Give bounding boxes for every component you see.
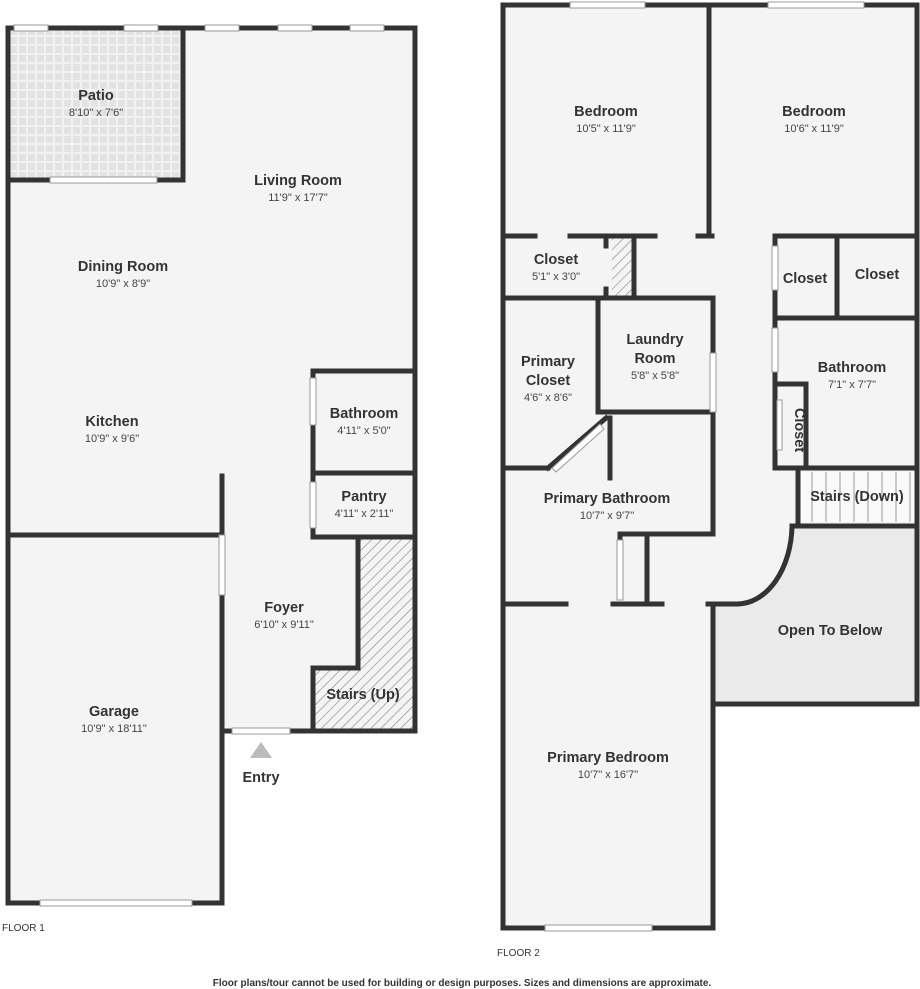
- bedroom-1-name: Bedroom: [574, 104, 638, 120]
- open-to-below-area: [715, 526, 917, 704]
- primary-bathroom-name: Primary Bathroom: [544, 491, 671, 507]
- garage-name: Garage: [89, 704, 139, 720]
- primary-bedroom-dims: 10'7" x 16'7": [578, 769, 638, 781]
- floor-1-windows: [13, 24, 385, 907]
- floor-2-walls: [500, 2, 920, 931]
- patio-dims: 8'10" x 7'6": [69, 107, 123, 119]
- bathroom-1-dims: 4'11" x 5'0": [337, 425, 390, 437]
- patio-name: Patio: [78, 88, 114, 104]
- living-room-dims: 11'9" x 17'7": [268, 192, 328, 204]
- floor-1-labels: Patio 8'10" x 7'6" Living Room 11'9" x 1…: [69, 88, 400, 786]
- stairs-up-label: Stairs (Up): [326, 687, 399, 703]
- patio-area: [10, 30, 184, 180]
- kitchen-name: Kitchen: [85, 414, 138, 430]
- closet-4-name: Closet: [791, 408, 807, 452]
- foyer-name: Foyer: [264, 600, 304, 616]
- foyer-dims: 6'10" x 9'11": [254, 619, 314, 631]
- primary-bathroom-dims: 10'7" x 9'7": [580, 510, 634, 522]
- primary-bedroom-name: Primary Bedroom: [547, 750, 669, 766]
- floor-2-labels: Bedroom 10'5" x 11'9" Bedroom 10'6" x 11…: [521, 104, 904, 781]
- laundry-name-2: Room: [634, 351, 675, 367]
- bathroom-1-name: Bathroom: [330, 406, 398, 422]
- stairs-up-area: [314, 538, 413, 730]
- bedroom-2-name: Bedroom: [782, 104, 846, 120]
- entry-label: Entry: [242, 770, 279, 786]
- closet-3-name: Closet: [855, 267, 899, 283]
- primary-closet-dims: 4'6" x 8'6": [524, 392, 572, 404]
- kitchen-dims: 10'9" x 9'6": [85, 433, 139, 445]
- laundry-dims: 5'8" x 5'8": [631, 370, 679, 382]
- primary-closet-name-2: Closet: [526, 373, 570, 389]
- floor-2: [500, 1, 920, 932]
- primary-closet-name-1: Primary: [521, 354, 575, 370]
- floor-1: [5, 24, 418, 907]
- floor-2-windows: [544, 1, 865, 932]
- dining-room-name: Dining Room: [78, 259, 168, 275]
- dining-room-dims: 10'9" x 8'9": [96, 278, 150, 290]
- bedroom-2-dims: 10'6" x 11'9": [784, 123, 844, 135]
- living-room-name: Living Room: [254, 173, 342, 189]
- floor-2-label: FLOOR 2: [497, 948, 540, 959]
- chase-area: [612, 238, 634, 298]
- garage-dims: 10'9" x 18'11": [81, 723, 147, 735]
- closet-1-name: Closet: [534, 252, 578, 268]
- pantry-dims: 4'11" x 2'11": [335, 508, 394, 520]
- bathroom-2-dims: 7'1" x 7'7": [828, 379, 876, 391]
- stairs-down-label: Stairs (Down): [810, 489, 904, 505]
- floor-1-label: FLOOR 1: [2, 923, 45, 934]
- primary-closet-door: [551, 423, 605, 473]
- disclaimer: Floor plans/tour cannot be used for buil…: [213, 978, 712, 989]
- bathroom-2-name: Bathroom: [818, 360, 886, 376]
- closet-1-dims: 5'1" x 3'0": [532, 271, 580, 283]
- open-to-below-label: Open To Below: [778, 623, 883, 639]
- stairs-down-treads: [811, 472, 911, 522]
- laundry-name-1: Laundry: [626, 332, 683, 348]
- bedroom-1-dims: 10'5" x 11'9": [576, 123, 636, 135]
- closet-2-name: Closet: [783, 271, 827, 287]
- pantry-name: Pantry: [341, 489, 386, 505]
- entry-arrow-icon: [250, 742, 272, 758]
